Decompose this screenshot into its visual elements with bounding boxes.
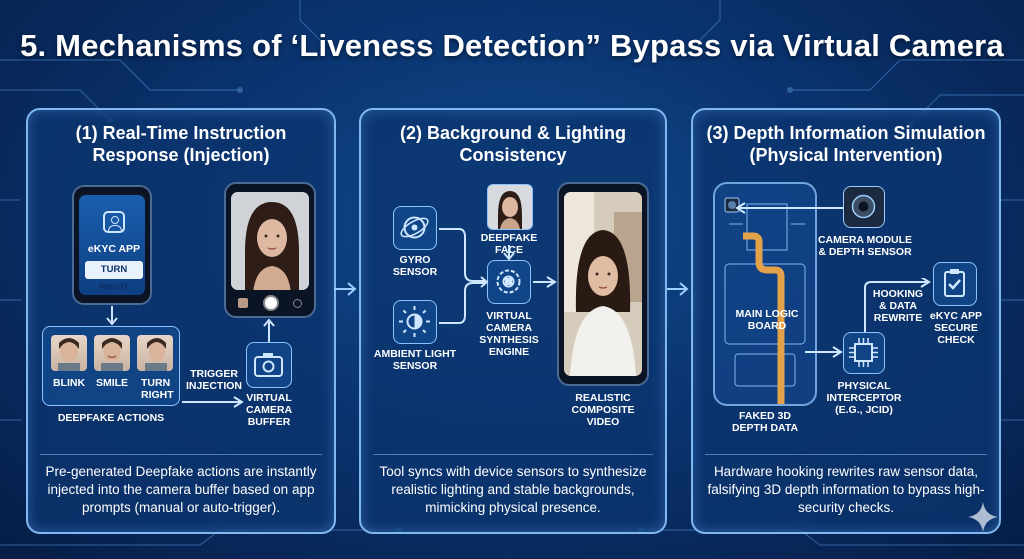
panel-depth-simulation: (3) Depth Information Simulation (Physic…	[691, 108, 1001, 534]
engine-to-video-arrow	[533, 276, 557, 288]
gallery-thumbnail	[238, 298, 248, 308]
virtual-camera-buffer-label: VIRTUAL CAMERA BUFFER	[245, 392, 293, 428]
ekyc-app-label: eKYC APP	[87, 243, 141, 255]
trigger-injection-label: TRIGGER INJECTION	[185, 368, 242, 392]
phone-internals	[713, 182, 817, 412]
synthesis-engine-icon	[487, 260, 531, 304]
action-label-smile: SMILE	[95, 377, 129, 389]
deepfake-actions-box: BLINK SMILE TURN RIGHT	[42, 326, 180, 406]
deepfake-face-image	[487, 184, 533, 230]
flow-arrow-right	[666, 282, 689, 296]
turn-right-prompt: TURN RIGHT	[85, 261, 143, 293]
physical-interceptor-label: PHYSICAL INTERCEPTOR (e.g., JCID)	[826, 380, 902, 416]
selfie-face-image	[231, 192, 309, 290]
synthesis-engine-label: VIRTUAL CAMERA SYNTHESIS ENGINE	[479, 310, 539, 358]
sensor-to-engine-arrows	[439, 228, 489, 324]
ekyc-secure-check-label: eKYC APP SECURE CHECK	[929, 310, 983, 346]
phone-to-interceptor-arrow	[805, 346, 843, 358]
main-logic-board-label: MAIN LOGIC BOARD	[735, 308, 799, 332]
hooking-arrow	[864, 278, 931, 332]
action-label-blink: BLINK	[52, 377, 86, 389]
camera-module-label: CAMERA MODULE & DEPTH SENSOR	[817, 234, 913, 258]
panel-instruction-response: (1) Real-Time Instruction Response (Inje…	[26, 108, 336, 534]
composite-video-phone	[557, 182, 649, 386]
panel-title: (3) Depth Information Simulation (Physic…	[706, 123, 986, 165]
camera-module-icon	[843, 186, 885, 228]
ambient-light-label: AMBIENT LIGHT SENSOR	[373, 348, 457, 372]
panel-caption: Hardware hooking rewrites raw sensor dat…	[705, 454, 987, 524]
panel-caption: Tool syncs with device sensors to synthe…	[373, 454, 653, 524]
camera-to-phone-arrow	[735, 202, 843, 214]
deepfake-face-blink	[51, 335, 87, 371]
composite-video-label: REALISTIC COMPOSITE VIDEO	[571, 392, 635, 428]
flow-arrow-right	[334, 282, 357, 296]
face-id-icon	[103, 211, 125, 233]
gyro-sensor-icon	[393, 206, 437, 250]
ekyc-phone: eKYC APP TURN RIGHT	[72, 185, 152, 305]
hooking-label: HOOKING & DATA REWRITE	[872, 288, 924, 324]
selfie-phone	[224, 182, 316, 318]
deepfake-face-smile	[94, 335, 130, 371]
faked-depth-label: FAKED 3D DEPTH DATA	[731, 410, 799, 434]
interceptor-chip-icon	[843, 332, 885, 374]
panel-title: (2) Background & Lighting Consistency	[400, 123, 626, 165]
down-arrow	[106, 306, 118, 326]
page-title: 5. Mechanisms of ‘Liveness Detection” By…	[20, 28, 1004, 63]
camera-icon	[246, 342, 292, 388]
deepfake-face-turn-right	[137, 335, 173, 371]
up-arrow	[263, 318, 275, 342]
composite-video-image	[564, 192, 642, 376]
right-arrow	[182, 396, 244, 408]
shutter-button-icon	[263, 295, 279, 311]
sparkle-icon	[968, 502, 998, 532]
panel-title: (1) Real-Time Instruction Response (Inje…	[75, 123, 287, 165]
deepfake-actions-label: DEEPFAKE ACTIONS	[57, 412, 165, 424]
action-label-turn-right: TURN RIGHT	[141, 377, 174, 401]
gyro-sensor-label: GYRO SENSOR	[392, 254, 438, 278]
ambient-light-icon	[393, 300, 437, 344]
panel-background-lighting: (2) Background & Lighting Consistency GY…	[359, 108, 667, 534]
switch-camera-icon	[293, 299, 302, 308]
face-to-engine-arrow	[503, 245, 515, 261]
clipboard-check-icon	[933, 262, 977, 306]
panel-caption: Pre-generated Deepfake actions are insta…	[40, 454, 322, 524]
